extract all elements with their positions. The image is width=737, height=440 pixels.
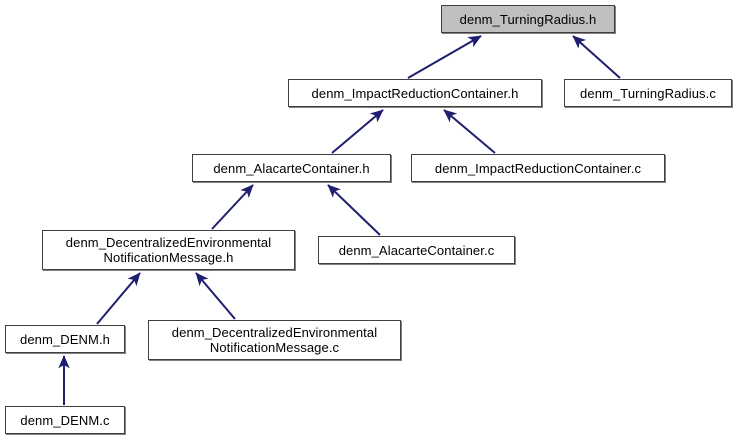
graph-node-label: denm_TurningRadius.c xyxy=(580,85,716,101)
graph-node-alacartecontainer_c[interactable]: denm_AlacarteContainer.c xyxy=(318,236,515,264)
graph-node-alacartecontainer_h[interactable]: denm_AlacarteContainer.h xyxy=(192,154,391,182)
graph-node-label: denm_AlacarteContainer.c xyxy=(338,242,495,258)
graph-node-denmessage_h[interactable]: denm_DecentralizedEnvironmental Notifica… xyxy=(42,230,295,270)
graph-node-label: denm_DecentralizedEnvironmental Notifica… xyxy=(65,235,272,265)
dependency-arrow xyxy=(331,109,384,154)
dependency-arrow xyxy=(327,184,381,236)
graph-node-label: denm_ImpactReductionContainer.c xyxy=(434,160,642,176)
dependency-arrow xyxy=(211,184,254,230)
graph-node-label: denm_DecentralizedEnvironmental Notifica… xyxy=(171,325,378,355)
dependency-arrow xyxy=(96,272,141,325)
graph-node-turningradius_c[interactable]: denm_TurningRadius.c xyxy=(564,79,732,107)
graph-node-label: denm_DENM.c xyxy=(20,412,110,428)
graph-node-label: denm_ImpactReductionContainer.h xyxy=(311,85,519,101)
graph-node-impactreductioncontainer_c[interactable]: denm_ImpactReductionContainer.c xyxy=(411,154,665,182)
graph-node-label: denm_DENM.h xyxy=(20,331,110,347)
dependency-arrow xyxy=(195,272,236,320)
graph-node-denm_h[interactable]: denm_DENM.h xyxy=(5,325,125,353)
graph-node-denmessage_c[interactable]: denm_DecentralizedEnvironmental Notifica… xyxy=(148,320,401,360)
graph-node-turningradius_h[interactable]: denm_TurningRadius.h xyxy=(441,5,615,33)
dependency-arrow xyxy=(572,35,621,79)
graph-node-label: denm_TurningRadius.h xyxy=(459,11,597,27)
dependency-arrow xyxy=(407,35,482,79)
graph-node-label: denm_AlacarteContainer.h xyxy=(213,160,370,176)
graph-node-denm_c[interactable]: denm_DENM.c xyxy=(5,406,125,434)
dependency-arrow xyxy=(443,109,496,154)
graph-node-impactreductioncontainer_h[interactable]: denm_ImpactReductionContainer.h xyxy=(288,79,542,107)
